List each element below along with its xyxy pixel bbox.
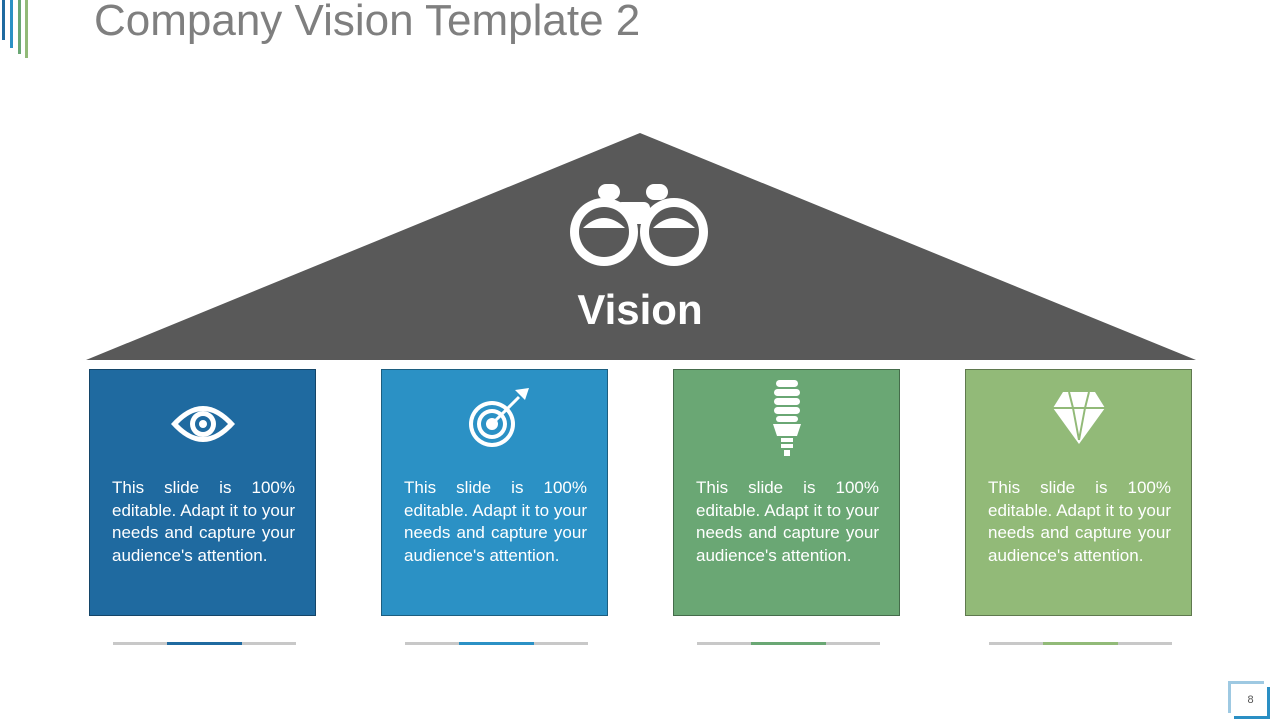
- vision-label: Vision: [577, 286, 703, 333]
- slide-title: Company Vision Template 2: [94, 0, 641, 45]
- binoculars-icon: [570, 184, 708, 266]
- card-underline: [405, 642, 588, 645]
- diamond-icon: [1053, 391, 1105, 444]
- card-text: This slide is 100% editable. Adapt it to…: [404, 478, 587, 565]
- card-diamond: This slide is 100% editable. Adapt it to…: [965, 369, 1192, 616]
- page-number: 8: [1247, 694, 1254, 706]
- card-underline: [989, 642, 1172, 645]
- card-underline: [697, 642, 880, 645]
- card-text: This slide is 100% editable. Adapt it to…: [696, 478, 879, 565]
- card-eye: This slide is 100% editable. Adapt it to…: [89, 369, 316, 616]
- page-number-box: 8: [1228, 681, 1270, 719]
- card-target: This slide is 100% editable. Adapt it to…: [381, 369, 608, 616]
- accent-lines: [2, 0, 28, 58]
- lightbulb-icon: [773, 380, 801, 456]
- target-icon: [469, 388, 529, 447]
- card-text: This slide is 100% editable. Adapt it to…: [112, 478, 295, 565]
- vision-roof: [86, 133, 1196, 360]
- card-lightbulb: This slide is 100% editable. Adapt it to…: [673, 369, 900, 616]
- card-text: This slide is 100% editable. Adapt it to…: [988, 478, 1171, 565]
- eye-icon: [171, 406, 235, 442]
- card-underline: [113, 642, 296, 645]
